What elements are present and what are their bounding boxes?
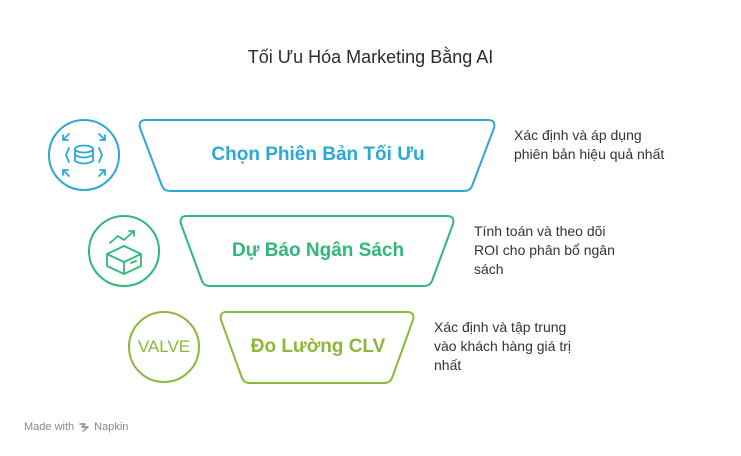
step-3-description: Xác định và tập trung vào khách hàng giá… — [434, 319, 571, 373]
database-expand-icon — [62, 133, 106, 177]
valve-logo-icon: VALVE — [129, 337, 199, 357]
step-3-icon-circle — [128, 311, 200, 383]
step-1-trapezoid — [138, 119, 496, 192]
step-2-trapezoid — [179, 215, 455, 287]
step-2-icon-circle — [88, 215, 160, 287]
step-1-description: Xác định và áp dụng phiên bản hiệu quả n… — [514, 127, 665, 162]
footer-made-with: Made with — [24, 421, 75, 433]
step-1-icon-circle — [48, 119, 120, 191]
box-growth-icon — [106, 230, 142, 275]
diagram-title: Tối Ưu Hóa Marketing Bằng AI — [247, 47, 494, 67]
step-1-label: Chọn Phiên Bản Tối Ưu — [211, 144, 425, 165]
step-2-label: Dự Báo Ngân Sách — [231, 240, 405, 261]
valve-logo-text: VALVE — [137, 337, 191, 356]
step-3-label: Đo Lường CLV — [250, 336, 386, 357]
napkin-logo-icon — [79, 423, 89, 432]
footer-brand: Napkin — [94, 421, 129, 433]
footer-credit[interactable]: Made with Napkin — [24, 421, 128, 433]
step-2-description: Tính toán và theo dõi ROI cho phân bổ ng… — [474, 223, 615, 277]
step-3-trapezoid — [219, 311, 415, 384]
